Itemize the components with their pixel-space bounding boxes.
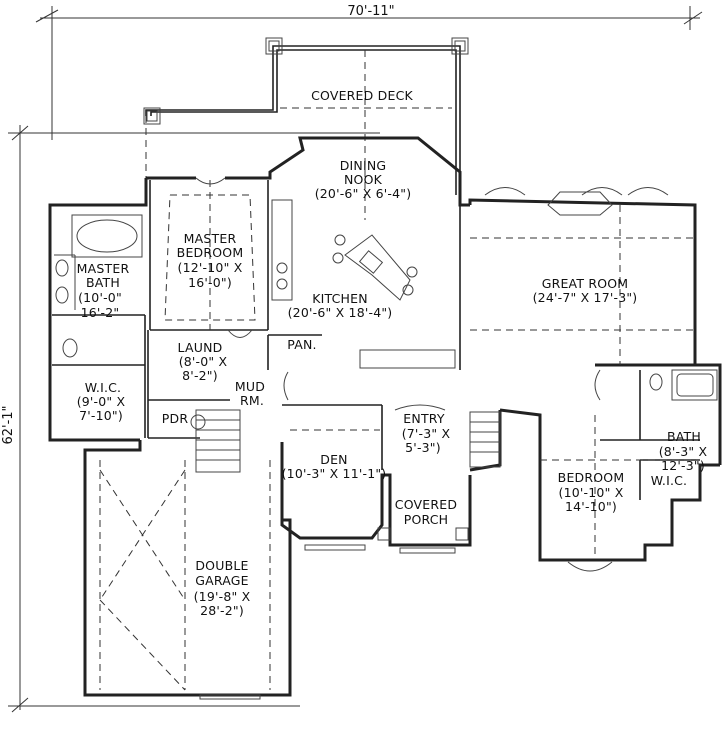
- master-wic-label: W.I.C.: [85, 380, 121, 395]
- master-bedroom-size: 16'-0"): [188, 275, 232, 290]
- bath-label: BATH: [667, 429, 701, 444]
- doors: [195, 177, 601, 411]
- bath-size: (8'-3" X: [659, 444, 708, 459]
- bedroom-size: 14'-10"): [565, 499, 617, 514]
- master-bedroom-label: BEDROOM: [177, 245, 244, 260]
- master-wic-size: (9'-0" X: [77, 394, 126, 409]
- kitchen-size: (20'-6" X 18'-4"): [288, 305, 393, 320]
- double-garage-label: DOUBLE: [195, 558, 248, 573]
- porch-posts: [377, 527, 469, 541]
- master-bedroom-size: (12'-10" X: [178, 260, 243, 275]
- mud-room-label: RM.: [240, 393, 264, 408]
- entry-label: ENTRY: [403, 411, 445, 426]
- laundry-size: (8'-0" X: [179, 354, 228, 369]
- bedroom-wic-label: W.I.C.: [651, 473, 687, 488]
- laundry-size: 8'-2"): [182, 368, 218, 383]
- covered-deck-outline: [145, 45, 461, 220]
- dining-nook-size: (20'-6" X 6'-4"): [315, 186, 412, 201]
- den-size: (10'-3" X 11'-1"): [282, 466, 387, 481]
- pantry-label: PAN.: [287, 337, 316, 352]
- master-bedroom-label: MASTER: [184, 231, 237, 246]
- bath-tub: [671, 369, 718, 401]
- master-wic-size: 7'-10"): [79, 408, 123, 423]
- master-bath-size: 16'-2": [81, 305, 120, 320]
- great-room-label: GREAT ROOM: [542, 276, 629, 291]
- powder-room-label: PDR: [162, 411, 189, 426]
- bedroom-size: (10'-10" X: [559, 485, 624, 500]
- mud-room-label: MUD: [235, 379, 265, 394]
- master-bath-label: MASTER: [77, 261, 130, 276]
- covered-porch-label: COVERED: [395, 497, 457, 512]
- dining-nook-label: NOOK: [344, 172, 383, 187]
- dashed-ceiling-lines: [99, 180, 700, 691]
- double-garage-size: 28'-2"): [200, 603, 244, 618]
- front-windows: [199, 544, 613, 700]
- entry-size: (7'-3" X: [402, 426, 451, 441]
- master-bath-label: BATH: [86, 275, 120, 290]
- dining-nook-label: DINING: [340, 158, 387, 173]
- entry-size: 5'-3"): [405, 440, 441, 455]
- master-bath-sinks: [54, 254, 76, 310]
- bath-size: 12'-3"): [661, 458, 705, 473]
- master-bathtub: [71, 214, 143, 258]
- double-garage-size: (19'-8" X: [194, 589, 251, 604]
- covered-porch-label: PORCH: [404, 512, 449, 527]
- exterior-walls: [48, 136, 722, 697]
- depth-dimension-line: [8, 125, 380, 713]
- overall-width-label: 70'-11": [347, 4, 394, 19]
- deck-post: [143, 37, 469, 125]
- stairs: [195, 409, 501, 473]
- toilets: [62, 338, 663, 430]
- covered-deck-label: COVERED DECK: [311, 88, 413, 103]
- great-room-bay-windows: [484, 187, 669, 216]
- great-room-size: (24'-7" X 17'-3"): [533, 290, 638, 305]
- bedroom-label: BEDROOM: [558, 470, 625, 485]
- kitchen-counter: [271, 199, 456, 369]
- width-dimension-line: [35, 6, 703, 140]
- den-label: DEN: [320, 452, 347, 467]
- double-garage-label: GARAGE: [195, 573, 249, 588]
- laundry-label: LAUND: [178, 340, 223, 355]
- overall-depth-label: 62'-1": [1, 405, 16, 444]
- kitchen-island: [332, 234, 418, 301]
- interior-walls: [52, 180, 700, 500]
- kitchen-label: KITCHEN: [312, 291, 368, 306]
- master-bath-size: (10'-0": [78, 290, 122, 305]
